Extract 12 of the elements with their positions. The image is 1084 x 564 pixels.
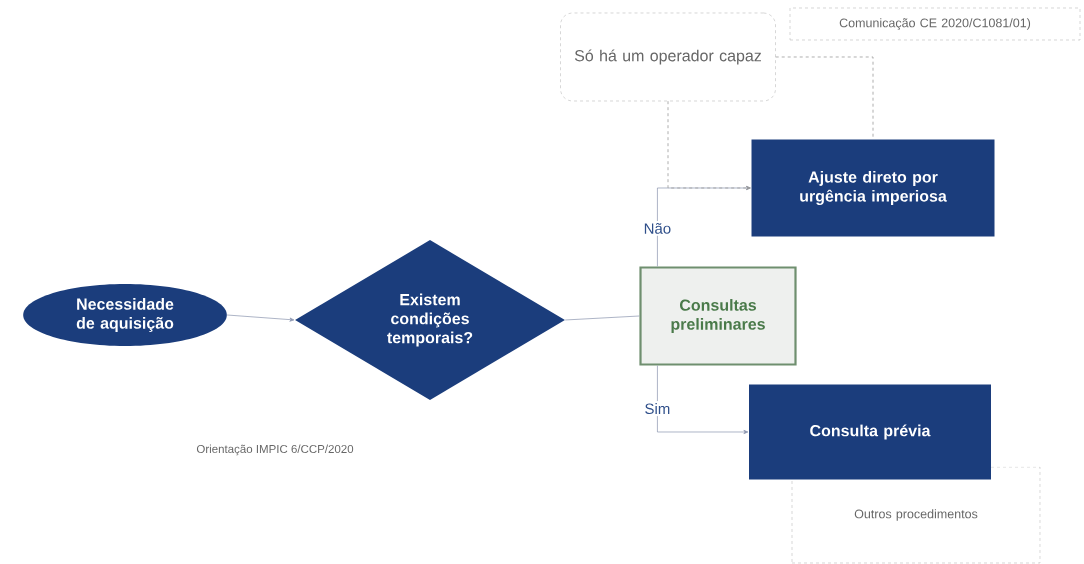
- process-box: Consultas preliminares: [639, 266, 797, 366]
- note-text: Orientação IMPIC 6/CCP/2020: [196, 444, 354, 456]
- edge-label: Sim: [642, 401, 673, 417]
- arrow: [226, 314, 295, 322]
- process-box: Ajuste direto por urgência imperiosa: [751, 139, 995, 237]
- process-box: Consulta prévia: [749, 384, 991, 480]
- edge-label: Não: [641, 220, 674, 236]
- note-box: Só há um operador capaz: [560, 12, 776, 102]
- arrow: [667, 100, 751, 190]
- arrow: [657, 365, 749, 435]
- reference-box: Comunicação CE 2020/C1081/01): [789, 7, 1081, 41]
- arrow: [657, 185, 751, 267]
